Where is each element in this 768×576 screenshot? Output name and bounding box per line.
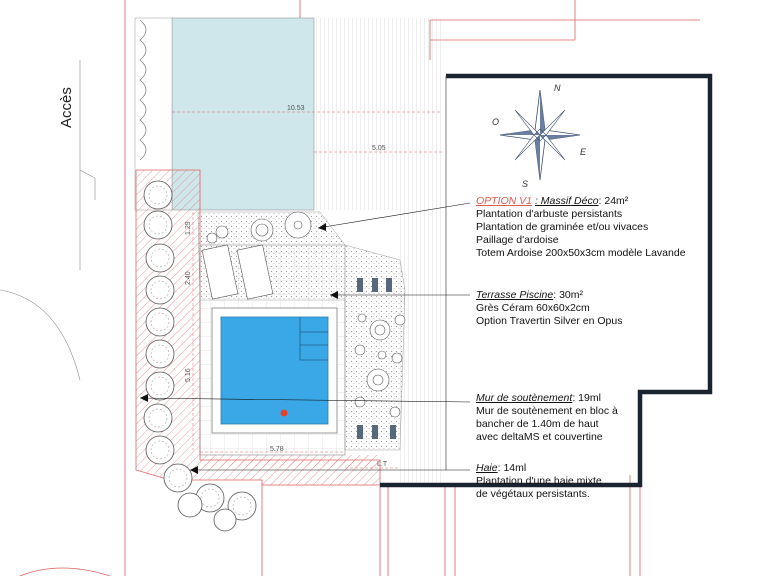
mur-line: Mur de soutènement en bloc à xyxy=(476,405,618,417)
haie-annotation: Haie: 14ml Plantation d'une haie mixte d… xyxy=(476,462,602,501)
terrasse-line: Option Travertin Silver en Opus xyxy=(476,315,623,327)
dimension-texts: 10.53 5.05 1.29 2.40 5.16 5.78 L.T xyxy=(185,105,388,468)
house-outline xyxy=(380,73,713,488)
dim-top-width: 10.53 xyxy=(287,105,305,112)
massif-subtitle: : Massif Déco xyxy=(534,195,599,207)
sun-loungers xyxy=(201,244,274,300)
pool-light xyxy=(280,409,288,417)
top-hedge-scallops xyxy=(139,19,147,161)
dimension-lines xyxy=(172,111,442,469)
massif-line: Totem Ardoise 200x50x3cm modèle Lavande xyxy=(476,247,686,259)
compass-west: O xyxy=(492,117,499,127)
terrasse-area: : 30m² xyxy=(553,289,583,301)
access-label: Accès xyxy=(58,87,75,128)
dim-side-a: 1.29 xyxy=(185,221,192,235)
haie-area: : 14ml xyxy=(497,462,527,474)
terrasse-title: Terrasse Piscine xyxy=(476,289,554,301)
mur-title: Mur de soutènement xyxy=(476,392,573,404)
pool-water xyxy=(220,316,329,425)
property-lines xyxy=(19,0,700,576)
mur-line: bancher de 1.40m de haut xyxy=(476,418,599,430)
haie-line: de végétaux persistants. xyxy=(476,488,590,500)
compass-rose-icon: N S E O xyxy=(492,83,587,189)
haie-line: Plantation d'une haie mixte xyxy=(476,475,602,487)
compass-east: E xyxy=(580,147,587,157)
massif-line: Plantation d'arbuste persistants xyxy=(476,208,623,220)
massif-annotation: OPTION V1 : Massif Déco: 24m² Plantation… xyxy=(476,195,686,260)
terrasse-line: Grès Céram 60x60x2cm xyxy=(476,302,590,314)
hedge-shrubs xyxy=(143,180,257,532)
street-lines xyxy=(0,60,96,381)
compass-north: N xyxy=(554,83,561,93)
terrasse-annotation: Terrasse Piscine: 30m² Grès Céram 60x60x… xyxy=(476,289,622,328)
wall-bottom-strip xyxy=(200,455,380,467)
compass-south: S xyxy=(522,179,528,189)
mur-area: : 19ml xyxy=(572,392,601,404)
dim-right-width: 5.05 xyxy=(372,145,386,152)
decking-lower xyxy=(400,210,444,485)
leader-lines xyxy=(139,202,471,471)
mur-line: avec deltaMS et couvertine xyxy=(476,431,603,443)
slate-totems xyxy=(357,278,396,439)
haie-title: Haie xyxy=(476,462,498,474)
massif-title: OPTION V1 xyxy=(476,195,533,207)
decorative-plants xyxy=(206,211,406,418)
dim-pool-height: 5.16 xyxy=(185,368,192,382)
dim-pool-width: 5.78 xyxy=(270,446,284,453)
mur-annotation: Mur de soutènement: 19ml Mur de soutènem… xyxy=(476,392,618,444)
decking-area xyxy=(314,18,444,210)
massif-line: Paillage d'ardoise xyxy=(476,234,559,246)
hedge-shrub-texture xyxy=(148,185,252,516)
pool-steps xyxy=(299,317,328,361)
massif-area: : 24m² xyxy=(598,195,629,207)
leader-arrows xyxy=(140,223,338,474)
dim-side-b: 2.40 xyxy=(185,271,192,285)
massif-line: Plantation de graminée et/ou vivaces xyxy=(476,221,649,233)
dim-wall-mark: L.T xyxy=(377,461,388,468)
